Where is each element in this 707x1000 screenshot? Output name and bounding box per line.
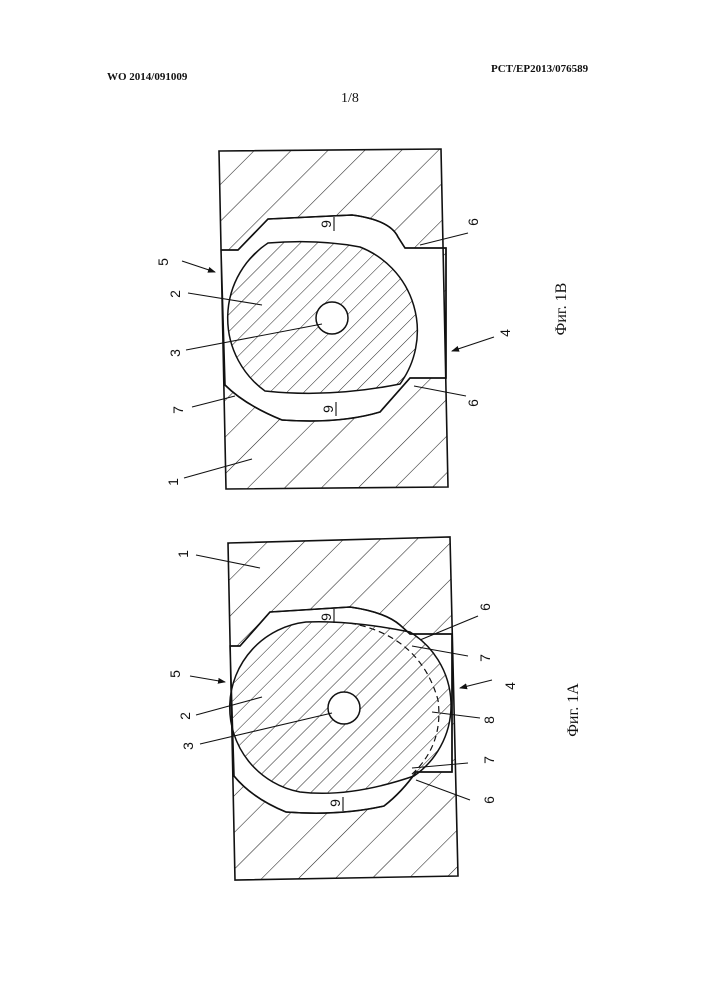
label-4: 4 xyxy=(502,682,518,690)
label-6-bottom: 6 xyxy=(481,796,497,804)
label-3: 3 xyxy=(167,349,183,357)
label-6-top: 6 xyxy=(465,218,481,226)
label-9-top: 9 xyxy=(318,220,334,228)
label-6-top: 6 xyxy=(477,603,493,611)
bore-hole xyxy=(316,302,348,334)
label-7: 7 xyxy=(170,406,186,414)
label-9-top: 9 xyxy=(318,613,334,621)
label-5: 5 xyxy=(167,670,183,678)
label-2: 2 xyxy=(177,712,193,720)
label-9-bottom: 9 xyxy=(320,405,336,413)
label-3: 3 xyxy=(180,742,196,750)
label-4: 4 xyxy=(497,329,513,337)
caption-fig-1b: Фиг. 1В xyxy=(553,283,570,336)
figure-1b: 5 2 3 7 1 9 9 6 6 4 Фиг. 1В xyxy=(155,149,570,489)
label-1: 1 xyxy=(165,478,181,486)
label-7-top: 7 xyxy=(477,654,493,662)
label-9-bottom: 9 xyxy=(327,799,343,807)
label-6-bottom: 6 xyxy=(465,399,481,407)
label-5: 5 xyxy=(155,258,171,266)
label-2: 2 xyxy=(167,290,183,298)
label-7-bottom: 7 xyxy=(481,756,497,764)
label-8: 8 xyxy=(481,716,497,724)
label-1: 1 xyxy=(175,550,191,558)
figure-1a: 1 5 2 3 9 9 6 7 4 8 7 6 Фиг. 1А xyxy=(167,537,582,880)
bore-hole xyxy=(328,692,360,724)
caption-fig-1a: Фиг. 1А xyxy=(565,683,582,737)
